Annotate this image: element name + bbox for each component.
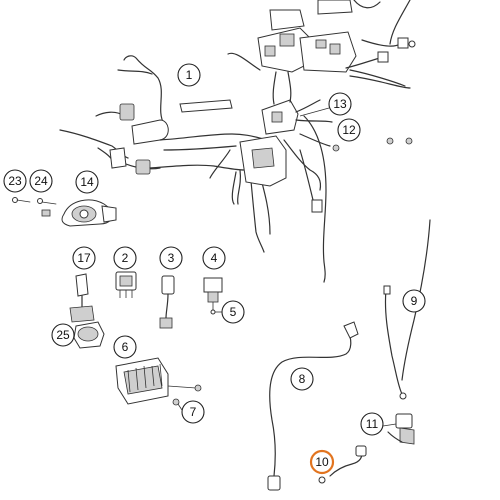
- horn[interactable]: [12, 197, 117, 227]
- fuse-holder[interactable]: [69, 273, 95, 323]
- callout-10-highlighted[interactable]: 10: [309, 449, 335, 475]
- callout-25[interactable]: 25: [51, 323, 75, 347]
- callout-12[interactable]: 12: [337, 118, 361, 142]
- connector-4[interactable]: [203, 277, 223, 315]
- callout-3[interactable]: 3: [159, 246, 183, 270]
- callout-label-14: 14: [80, 175, 94, 189]
- callout-label-13: 13: [333, 97, 347, 111]
- main-harness[interactable]: [59, 0, 416, 283]
- fasteners-right: [332, 137, 413, 152]
- callout-label-5: 5: [230, 305, 237, 319]
- sensor-11[interactable]: [387, 413, 415, 445]
- callout-label-10: 10: [315, 455, 329, 469]
- callout-label-17: 17: [77, 251, 91, 265]
- callout-label-3: 3: [168, 251, 175, 265]
- highlight-ring: [309, 449, 335, 475]
- callout-1[interactable]: 1: [177, 63, 201, 87]
- cable-8[interactable]: [267, 321, 359, 491]
- callout-label-23: 23: [8, 174, 22, 188]
- callout-label-2: 2: [122, 251, 129, 265]
- callout-label-12: 12: [342, 123, 356, 137]
- callout-4[interactable]: 4: [202, 246, 226, 270]
- callout-24[interactable]: 24: [29, 169, 53, 193]
- callout-label-4: 4: [211, 251, 218, 265]
- callout-label-8: 8: [299, 372, 306, 386]
- callout-label-9: 9: [411, 294, 418, 308]
- callout-5[interactable]: 5: [221, 300, 245, 324]
- regulator[interactable]: [115, 357, 202, 406]
- connector-3[interactable]: [159, 275, 175, 329]
- callout-13[interactable]: 13: [328, 92, 352, 116]
- relay[interactable]: [115, 271, 137, 298]
- callout-23[interactable]: 23: [3, 169, 27, 193]
- callout-11[interactable]: 11: [360, 412, 384, 436]
- callout-label-6: 6: [122, 340, 129, 354]
- callout-6[interactable]: 6: [113, 335, 137, 359]
- cable-10[interactable]: [318, 445, 367, 484]
- cable-9[interactable]: [383, 219, 431, 400]
- callout-label-24: 24: [34, 174, 48, 188]
- callout-2[interactable]: 2: [113, 246, 137, 270]
- callout-7[interactable]: 7: [181, 400, 205, 424]
- callout-label-25: 25: [56, 328, 70, 342]
- callout-9[interactable]: 9: [402, 289, 426, 313]
- callout-8[interactable]: 8: [290, 367, 314, 391]
- callout-14[interactable]: 14: [75, 170, 99, 194]
- relay-25[interactable]: [73, 321, 105, 349]
- callout-label-1: 1: [186, 68, 193, 82]
- callout-label-7: 7: [190, 405, 197, 419]
- callout-label-11: 11: [366, 417, 379, 431]
- callout-17[interactable]: 17: [72, 246, 96, 270]
